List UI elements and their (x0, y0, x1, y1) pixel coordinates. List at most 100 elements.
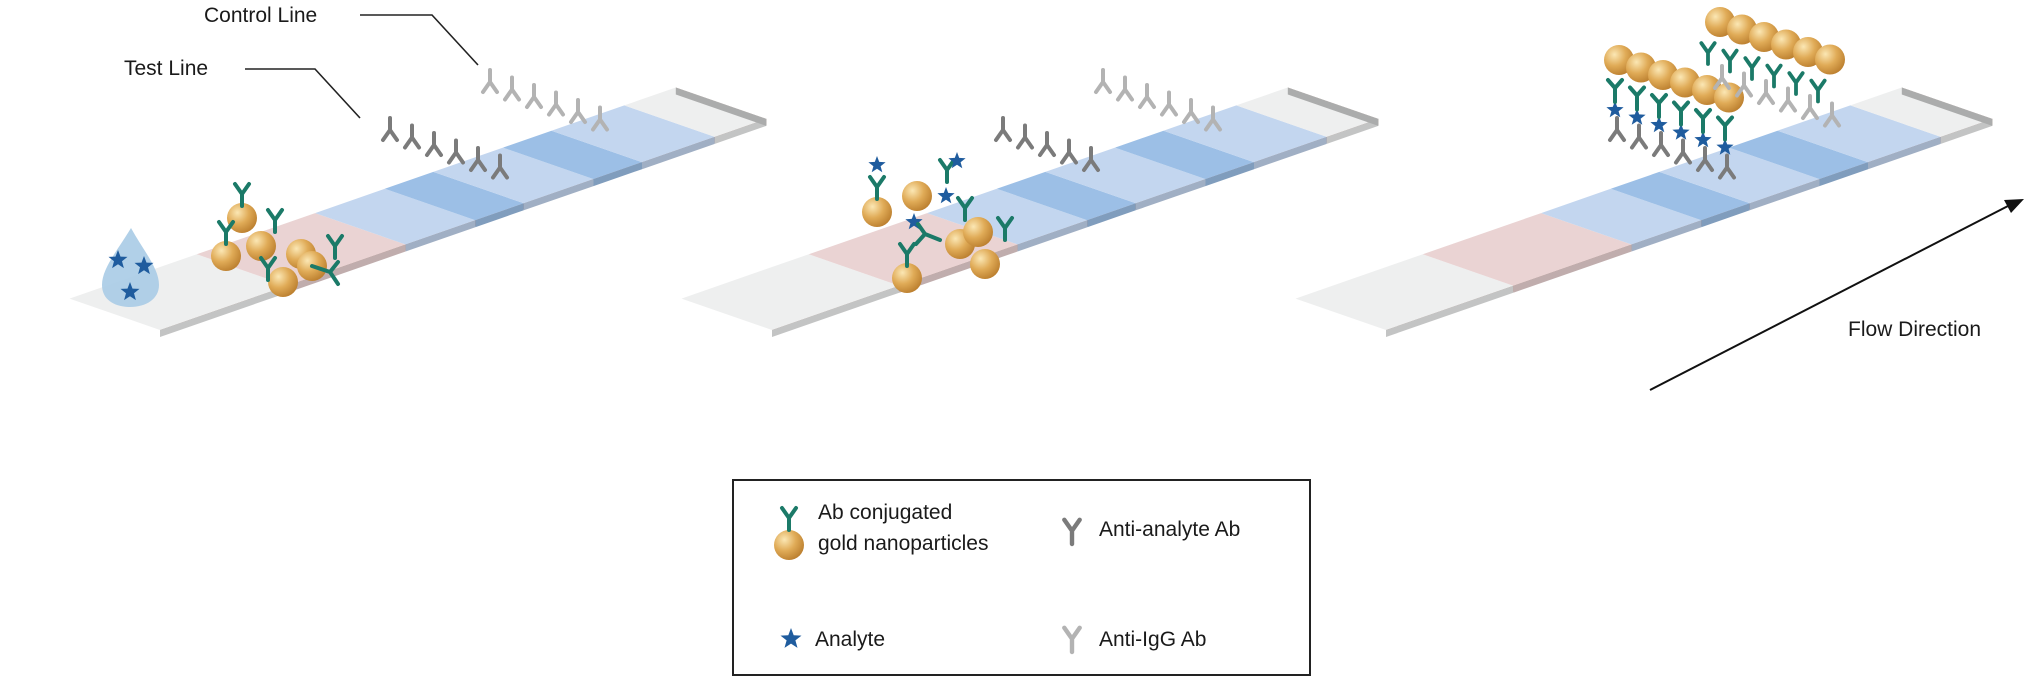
y-antibody-icon (1721, 48, 1739, 74)
legend-anti-igg-icon (1062, 625, 1082, 655)
strip-side-conjugate-pad (287, 244, 406, 293)
anti-analyte-antibody-icon (491, 153, 509, 180)
anti-igg-antibody-icon (1757, 79, 1775, 105)
anti-analyte-antibody-icon (425, 131, 443, 157)
anti-igg-antibody-icon (569, 98, 587, 124)
strip-end-face (675, 87, 767, 126)
strip-3-contents (1604, 7, 1845, 180)
anti-igg-antibody-icon (503, 75, 521, 102)
gold-nanoparticle-icon (268, 267, 298, 297)
strip-segment-strip-blue (433, 147, 594, 204)
test-strips (69, 87, 1993, 337)
legend-gold-nanoparticle-icon (774, 530, 804, 560)
strip-side-strip-blue (1749, 179, 1820, 211)
gold-nanoparticle-icon (227, 203, 257, 233)
y-antibody-icon (1628, 85, 1646, 112)
legend-analyte-star-icon (780, 628, 802, 648)
y-antibody-icon (310, 260, 340, 286)
strip-end-face (1901, 87, 1993, 126)
y-antibody-icon (868, 175, 886, 201)
strip-segment-strip-white (1236, 87, 1379, 137)
strip-side-strip-white (1940, 118, 1993, 144)
y-antibody-icon (1650, 93, 1668, 119)
strip-side-strip-white (714, 118, 767, 144)
y-antibody-icon (1716, 115, 1734, 142)
star-analyte-icon (948, 152, 966, 169)
gold-nanoparticle-icon (246, 231, 276, 261)
star-analyte-icon (1672, 123, 1690, 140)
strip-segment-line-blue (1729, 130, 1868, 180)
strip-segment-conjugate-pad (1422, 213, 1632, 286)
strip-side-strip-blue (1254, 136, 1327, 170)
strip-side-strip-blue (523, 179, 594, 211)
anti-analyte-antibody-icon (1652, 131, 1670, 157)
legend-ab-gold-label-1: Ab conjugated (818, 501, 952, 524)
anti-analyte-antibody-icon (403, 123, 421, 150)
strip-side-strip-blue (1135, 179, 1206, 211)
control-line-label: Control Line (204, 4, 317, 27)
anti-analyte-antibody-icon (469, 146, 487, 172)
strip-segment-strip-blue (1659, 147, 1820, 204)
star-analyte-icon (1694, 131, 1712, 148)
anti-analyte-antibody-icon (1082, 146, 1100, 172)
anti-analyte-antibody-icon (381, 116, 399, 142)
anti-igg-antibody-icon (547, 90, 565, 117)
legend-anti-igg-label: Anti-IgG Ab (1099, 628, 1206, 651)
legend-ab-gold-label-2: gold nanoparticles (818, 532, 988, 555)
anti-analyte-antibody-icon (1674, 138, 1692, 165)
test-line-label: Test Line (124, 57, 208, 80)
strip-segment-line-blue (1115, 130, 1254, 180)
strip-side-line-blue (1205, 162, 1254, 187)
flow-direction-label: Flow Direction (1848, 318, 1981, 341)
anti-igg-antibody-icon (1094, 68, 1112, 94)
test-line-leader (245, 68, 361, 119)
y-antibody-icon (266, 208, 284, 234)
test-strip-3 (1295, 87, 1993, 337)
anti-analyte-antibody-icon (1016, 123, 1034, 150)
y-antibody-icon (233, 182, 251, 208)
gold-nanoparticle-icon (862, 197, 892, 227)
anti-analyte-antibody-icon (1696, 146, 1714, 172)
strip-segment-strip-blue (1045, 147, 1206, 204)
strip-segment-strip-blue (1777, 105, 1941, 163)
anti-analyte-antibody-icon (1630, 123, 1648, 150)
star-analyte-icon (108, 250, 128, 269)
y-antibody-icon (1672, 100, 1690, 127)
strip-side-strip-white (160, 285, 288, 337)
gold-nanoparticle-icon (970, 249, 1000, 279)
anti-analyte-antibody-icon (447, 138, 465, 165)
star-analyte-icon (134, 256, 154, 275)
legend-analyte-label: Analyte (815, 628, 885, 651)
strip-segment-strip-blue (551, 105, 715, 163)
flow-arrow-icon (1649, 199, 2024, 391)
anti-igg-antibody-icon (1779, 86, 1797, 113)
strip-side-strip-blue (1868, 136, 1941, 170)
strip-segment-strip-white (69, 254, 288, 330)
y-antibody-icon (1694, 108, 1712, 134)
anti-igg-antibody-icon (1204, 105, 1222, 132)
strip-side-line-blue (1701, 203, 1750, 228)
strip-segment-line-blue (384, 171, 524, 221)
gold-nanoparticle-icon (1714, 82, 1744, 113)
strip-side-strip-white (1326, 118, 1379, 144)
anti-igg-antibody-icon (1182, 98, 1200, 124)
strip-segment-line-blue (503, 130, 642, 180)
strip-side-line-blue (475, 203, 524, 228)
strip-segment-strip-white (1850, 87, 1993, 137)
anti-igg-antibody-icon (1160, 90, 1178, 117)
y-antibody-icon (996, 216, 1014, 242)
strip-side-line-blue (1087, 203, 1136, 228)
strip-side-strip-white (772, 285, 900, 337)
anti-igg-antibody-icon (525, 83, 543, 109)
test-strip-1 (69, 87, 767, 337)
strip-segment-strip-white (624, 87, 767, 137)
strip-side-conjugate-pad (1513, 244, 1632, 293)
star-analyte-icon (905, 213, 923, 230)
anti-igg-antibody-icon (1713, 64, 1731, 90)
strip-segment-strip-white (1295, 254, 1514, 330)
y-antibody-icon (898, 242, 916, 268)
anti-igg-antibody-icon (1138, 83, 1156, 109)
anti-analyte-antibody-icon (994, 116, 1012, 142)
legend-green-antibody-icon (780, 506, 798, 532)
